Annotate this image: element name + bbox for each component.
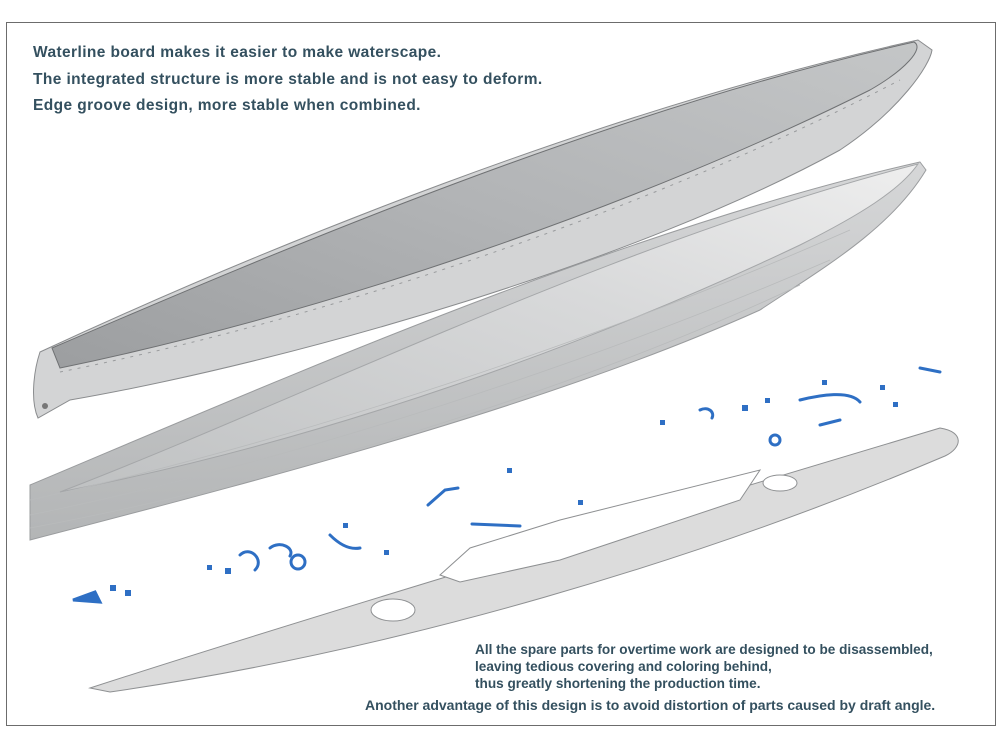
feature-line: The integrated structure is more stable … [33, 70, 543, 88]
spare-parts [72, 366, 942, 604]
note-line: All the spare parts for overtime work ar… [475, 642, 933, 657]
small-parts [110, 380, 898, 596]
note-line: leaving tedious covering and coloring be… [475, 659, 772, 674]
deck [88, 427, 959, 693]
board-hole [42, 403, 48, 409]
spare-parts-notes: All the spare parts for overtime work ar… [475, 641, 933, 692]
hull [29, 161, 927, 541]
image-frame [6, 22, 996, 726]
feature-list: Waterline board makes it easier to make … [33, 40, 543, 120]
turret-ring [762, 474, 798, 492]
turret-ring [370, 598, 416, 622]
feature-line: Waterline board makes it easier to make … [33, 44, 442, 61]
note-line: thus greatly shortening the production t… [475, 676, 761, 691]
waterline-board [33, 39, 933, 419]
feature-line: Edge groove design, more stable when com… [33, 97, 421, 114]
closing-note: Another advantage of this design is to a… [365, 697, 936, 713]
